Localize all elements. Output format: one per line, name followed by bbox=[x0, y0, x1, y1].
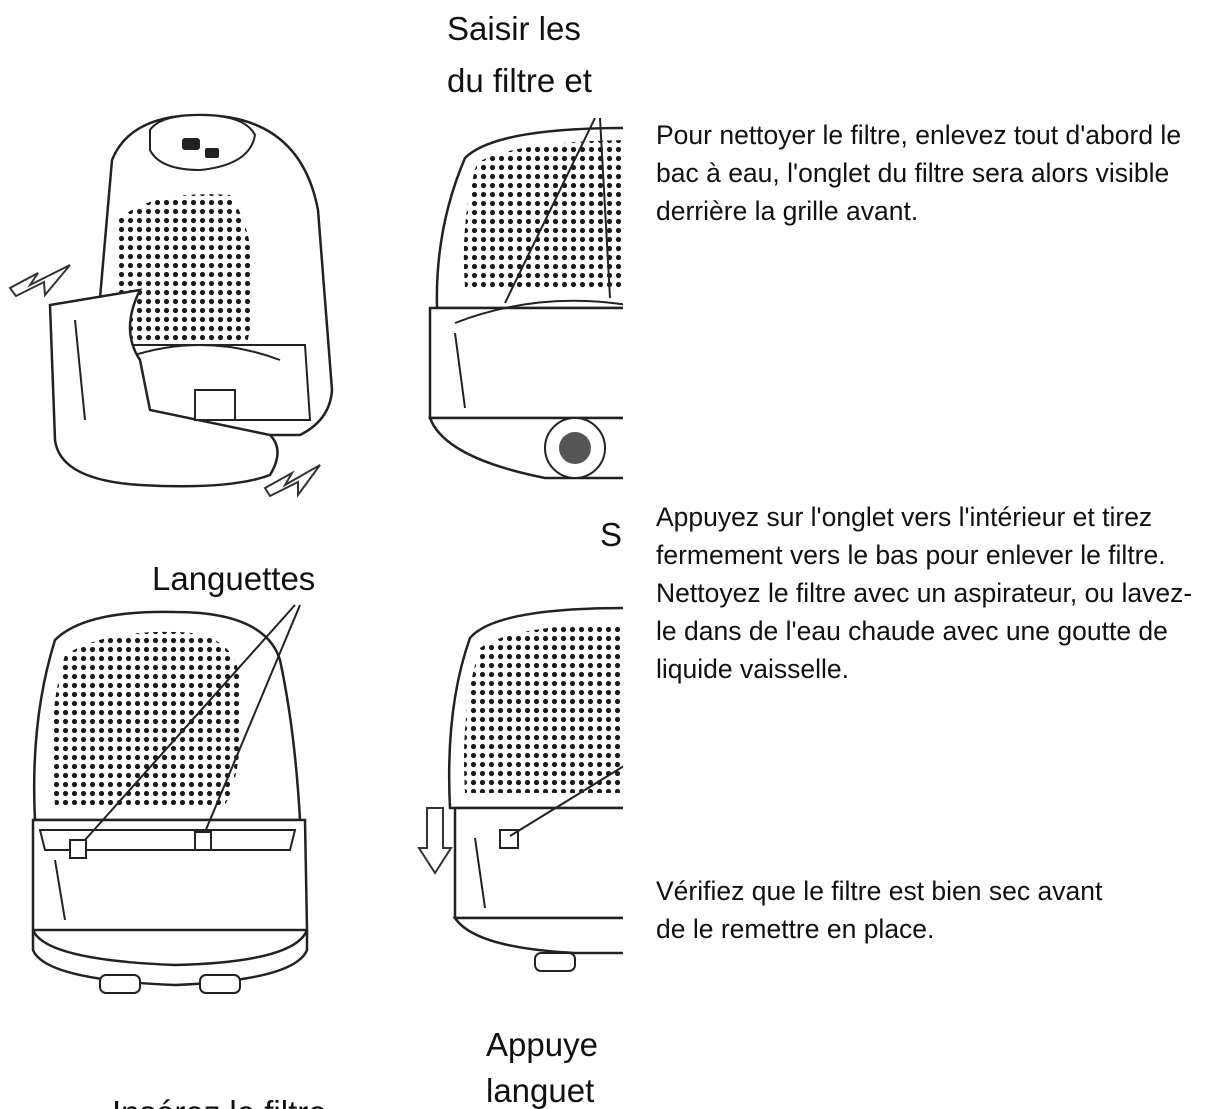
filter-push-down-illustration bbox=[415, 598, 623, 988]
dehumidifier-tabs-illustration bbox=[25, 600, 325, 1020]
instruction-step-3: Vérifiez que le filtre est bien sec avan… bbox=[656, 876, 1103, 944]
figure-caption-bottom-line1: Appuye bbox=[486, 1026, 598, 1063]
figure-caption-bottom-left-fragment: Insérez le filtre bbox=[112, 1090, 327, 1109]
instruction-step-1: Pour nettoyer le filtre, enlevez tout d'… bbox=[656, 120, 1182, 226]
figure-label-languettes: Languettes bbox=[152, 560, 316, 597]
instruction-step-2: Appuyez sur l'onglet vers l'intérieur et… bbox=[656, 502, 1193, 684]
figure-caption-top-line2: du filtre et bbox=[447, 62, 592, 99]
figure-caption-top-line1: Saisir les bbox=[447, 10, 581, 47]
figure-caption-mid-fragment: S bbox=[600, 516, 623, 553]
filter-tab-closeup-illustration bbox=[425, 118, 623, 498]
dehumidifier-tank-removal-illustration bbox=[0, 90, 340, 510]
figure-caption-bottom-line2: languet bbox=[486, 1072, 595, 1109]
